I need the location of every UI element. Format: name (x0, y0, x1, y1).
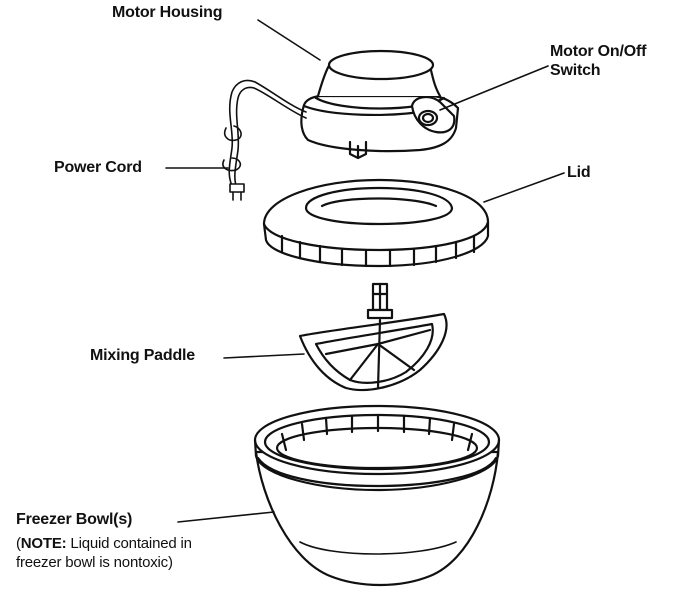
motor-housing-part (300, 49, 460, 160)
leader-motor-switch (439, 65, 549, 111)
freezer-bowl-part (253, 404, 501, 587)
leader-motor-housing (257, 19, 321, 61)
note-open-paren: ( (16, 535, 21, 552)
freezer-bowl-note-line2: freezer bowl is nontoxic) (16, 554, 173, 571)
motor-switch-label-line1: Motor On/Off (550, 43, 647, 60)
leader-lid (483, 172, 565, 203)
leader-lines (165, 19, 565, 523)
freezer-bowl-label: Freezer Bowl(s) (16, 511, 133, 528)
motor-switch-label-line2: Switch (550, 62, 601, 79)
freezer-bowl-note-line1: (NOTE: Liquid contained in (16, 535, 192, 553)
leader-freezer-bowl (177, 511, 275, 523)
lid-part (262, 178, 490, 268)
lid-label: Lid (567, 164, 591, 181)
motor-housing-label: Motor Housing (112, 4, 223, 21)
mixing-paddle-label: Mixing Paddle (90, 347, 195, 364)
mixing-paddle-part (298, 282, 448, 392)
power-cord-label: Power Cord (54, 159, 142, 176)
note-line1-text: Liquid contained in (66, 535, 192, 552)
leader-mixing-paddle (223, 353, 305, 359)
power-cord-part (222, 79, 307, 201)
note-keyword: NOTE: (20, 535, 67, 552)
